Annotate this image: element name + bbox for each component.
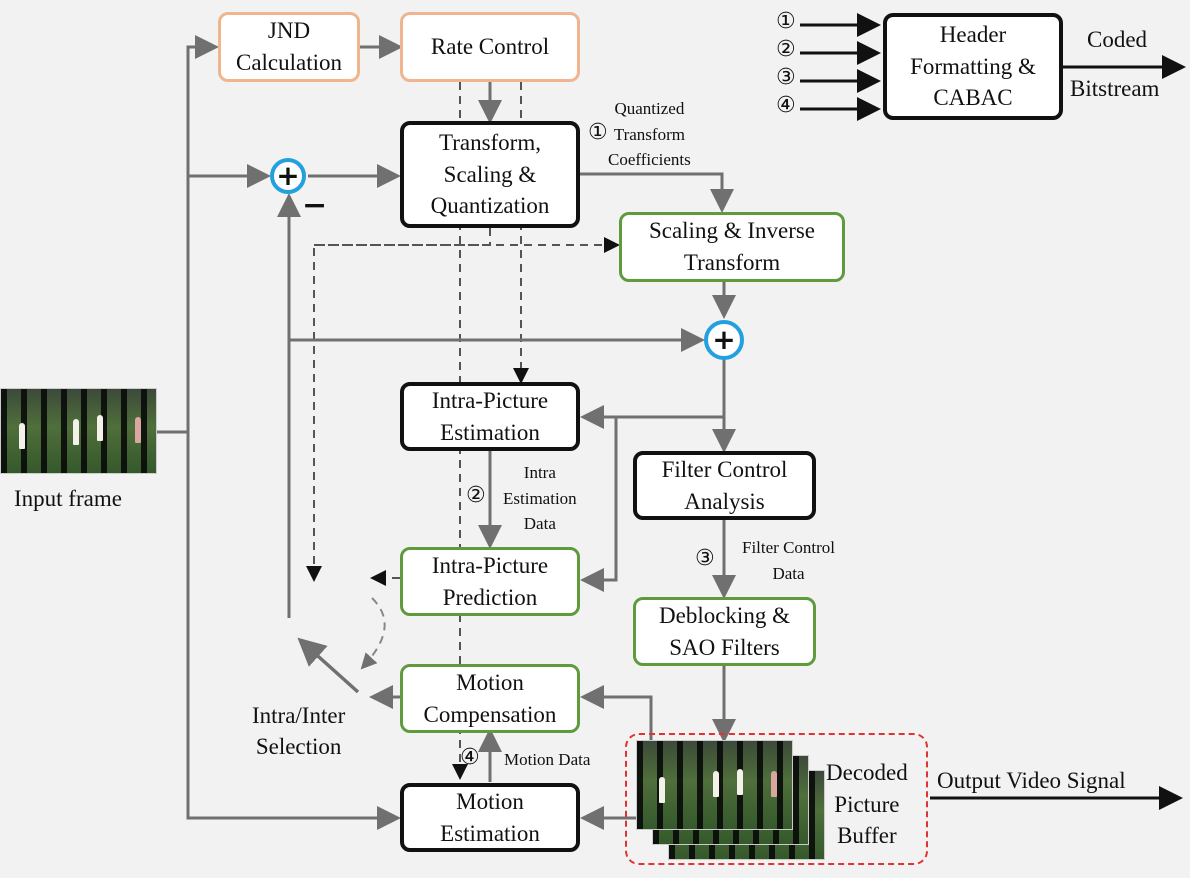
- motion-data-marker: ④: [460, 745, 480, 770]
- header-input-marker-3: ③: [776, 65, 796, 90]
- transform-scaling-quantization-block: Transform,Scaling &Quantization: [400, 121, 580, 228]
- bitstream-label: Bitstream: [1070, 76, 1160, 101]
- input-frame-label: Input frame: [14, 486, 122, 511]
- selection-output-arrow: [297, 637, 360, 694]
- deblocking-sao-filters-block: Deblocking &SAO Filters: [633, 597, 816, 666]
- quantized-coefficients-marker: ①: [588, 120, 608, 145]
- header-input-marker-2: ②: [776, 37, 796, 62]
- coded-label: Coded: [1087, 27, 1148, 52]
- header-input-marker-4: ④: [776, 93, 796, 118]
- selection-dashed-curve: [360, 597, 386, 670]
- adder-to-intra-prediction-arrow: [580, 417, 618, 592]
- decoded-picture-buffer-frame: [625, 733, 928, 865]
- output-video-signal-label: Output Video Signal: [937, 768, 1126, 793]
- decoded-frame-1: [636, 740, 793, 830]
- motion-data-label: Motion Data: [504, 750, 591, 769]
- subtract-minus-sign: −: [302, 188, 328, 223]
- rate-control-block: Rate Control: [400, 12, 580, 82]
- input-to-motion-estimation-arrow: [186, 432, 401, 830]
- input-frame-image: [0, 388, 157, 474]
- reconstruction-adder: +: [704, 320, 744, 360]
- subtract-adder: +: [270, 158, 306, 194]
- buffer-to-motion-compensation-arrow: [580, 685, 653, 740]
- transform-to-scaling-arrow: [580, 172, 734, 213]
- filter-control-data-marker: ③: [695, 546, 715, 571]
- input-to-jnd-arrow: [157, 35, 219, 434]
- header-input-marker-1: ①: [776, 9, 796, 34]
- intra-estimation-data-marker: ②: [466, 483, 486, 508]
